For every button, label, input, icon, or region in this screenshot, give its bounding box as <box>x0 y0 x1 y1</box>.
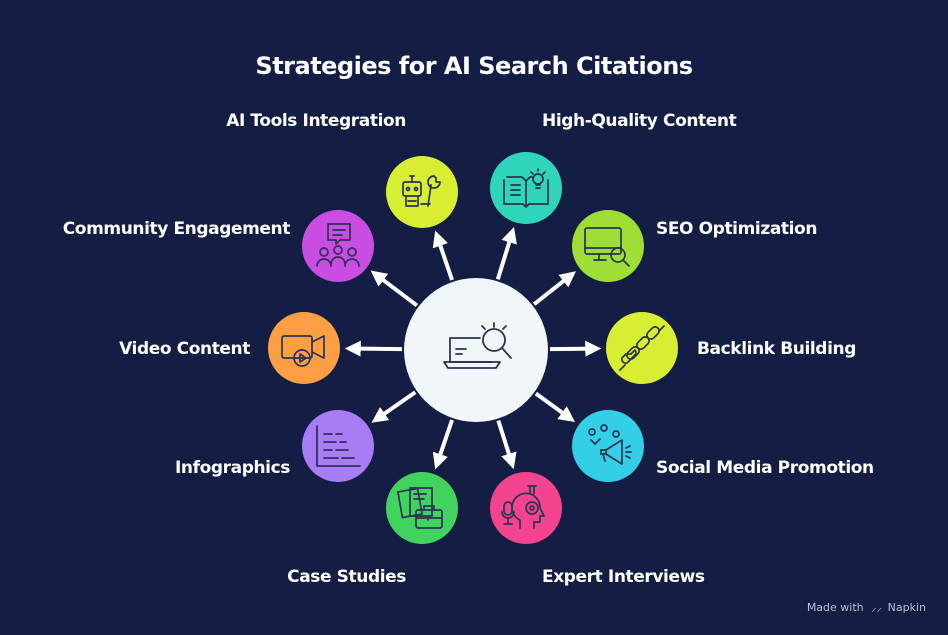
laptop-search-icon <box>404 278 548 422</box>
central-hub <box>404 278 548 422</box>
arrow-to-case-studies <box>432 419 454 470</box>
watermark-brand: Napkin <box>887 601 926 614</box>
node-community-engagement <box>302 210 374 282</box>
chain-link-icon <box>606 312 678 384</box>
megaphone-icon <box>572 410 644 482</box>
node-case-studies <box>386 472 458 544</box>
napkin-watermark: Made with ⸝⸝ Napkin <box>807 600 926 615</box>
arrow-to-backlink-building <box>549 340 602 357</box>
node-circle <box>572 410 644 482</box>
label-social-media-promotion: Social Media Promotion <box>656 458 874 478</box>
people-chat-icon <box>302 210 374 282</box>
label-community-engagement: Community Engagement <box>62 219 291 239</box>
napkin-logo-icon: ⸝⸝ <box>871 601 883 614</box>
node-seo-optimization <box>572 210 644 282</box>
arrow-to-social-media-promotion <box>534 391 576 423</box>
label-backlink-building: Backlink Building <box>697 339 856 359</box>
arrow-to-seo-optimization <box>532 271 576 306</box>
arrow-to-ai-tools-integration <box>432 230 454 281</box>
node-circle <box>572 210 644 282</box>
label-high-quality-content: High-Quality Content <box>542 111 737 131</box>
arrow-to-high-quality-content <box>495 226 517 280</box>
label-video-content: Video Content <box>119 339 250 359</box>
node-expert-interviews <box>490 472 562 544</box>
node-infographics <box>302 410 374 482</box>
watermark-prefix: Made with <box>806 601 864 614</box>
node-circle <box>386 472 458 544</box>
book-lightbulb-icon <box>490 152 562 224</box>
label-infographics: Infographics <box>174 458 290 478</box>
monitor-search-icon <box>572 210 644 282</box>
node-circle <box>268 312 340 384</box>
node-circle <box>386 156 458 228</box>
label-expert-interviews: Expert Interviews <box>542 567 705 587</box>
briefcase-documents-icon <box>386 472 458 544</box>
diagram-title: Strategies for AI Search Citations <box>255 52 693 80</box>
node-backlink-building <box>606 312 678 384</box>
video-camera-icon <box>268 312 340 384</box>
microphone-head-icon <box>490 472 562 544</box>
node-high-quality-content <box>490 152 562 224</box>
chart-icon <box>302 410 374 482</box>
node-circle <box>302 410 374 482</box>
label-case-studies: Case Studies <box>287 567 406 587</box>
arrow-to-expert-interviews <box>496 419 517 470</box>
label-seo-optimization: SEO Optimization <box>656 219 818 239</box>
arrow-to-community-engagement <box>370 270 419 308</box>
arrow-to-video-content <box>344 340 403 357</box>
label-ai-tools-integration: AI Tools Integration <box>226 111 406 131</box>
node-social-media-promotion <box>572 410 644 482</box>
node-ai-tools-integration <box>386 156 458 228</box>
node-circle <box>606 312 678 384</box>
arrow-to-infographics <box>371 390 417 423</box>
node-video-content <box>268 312 340 384</box>
robot-wrench-icon <box>386 156 458 228</box>
